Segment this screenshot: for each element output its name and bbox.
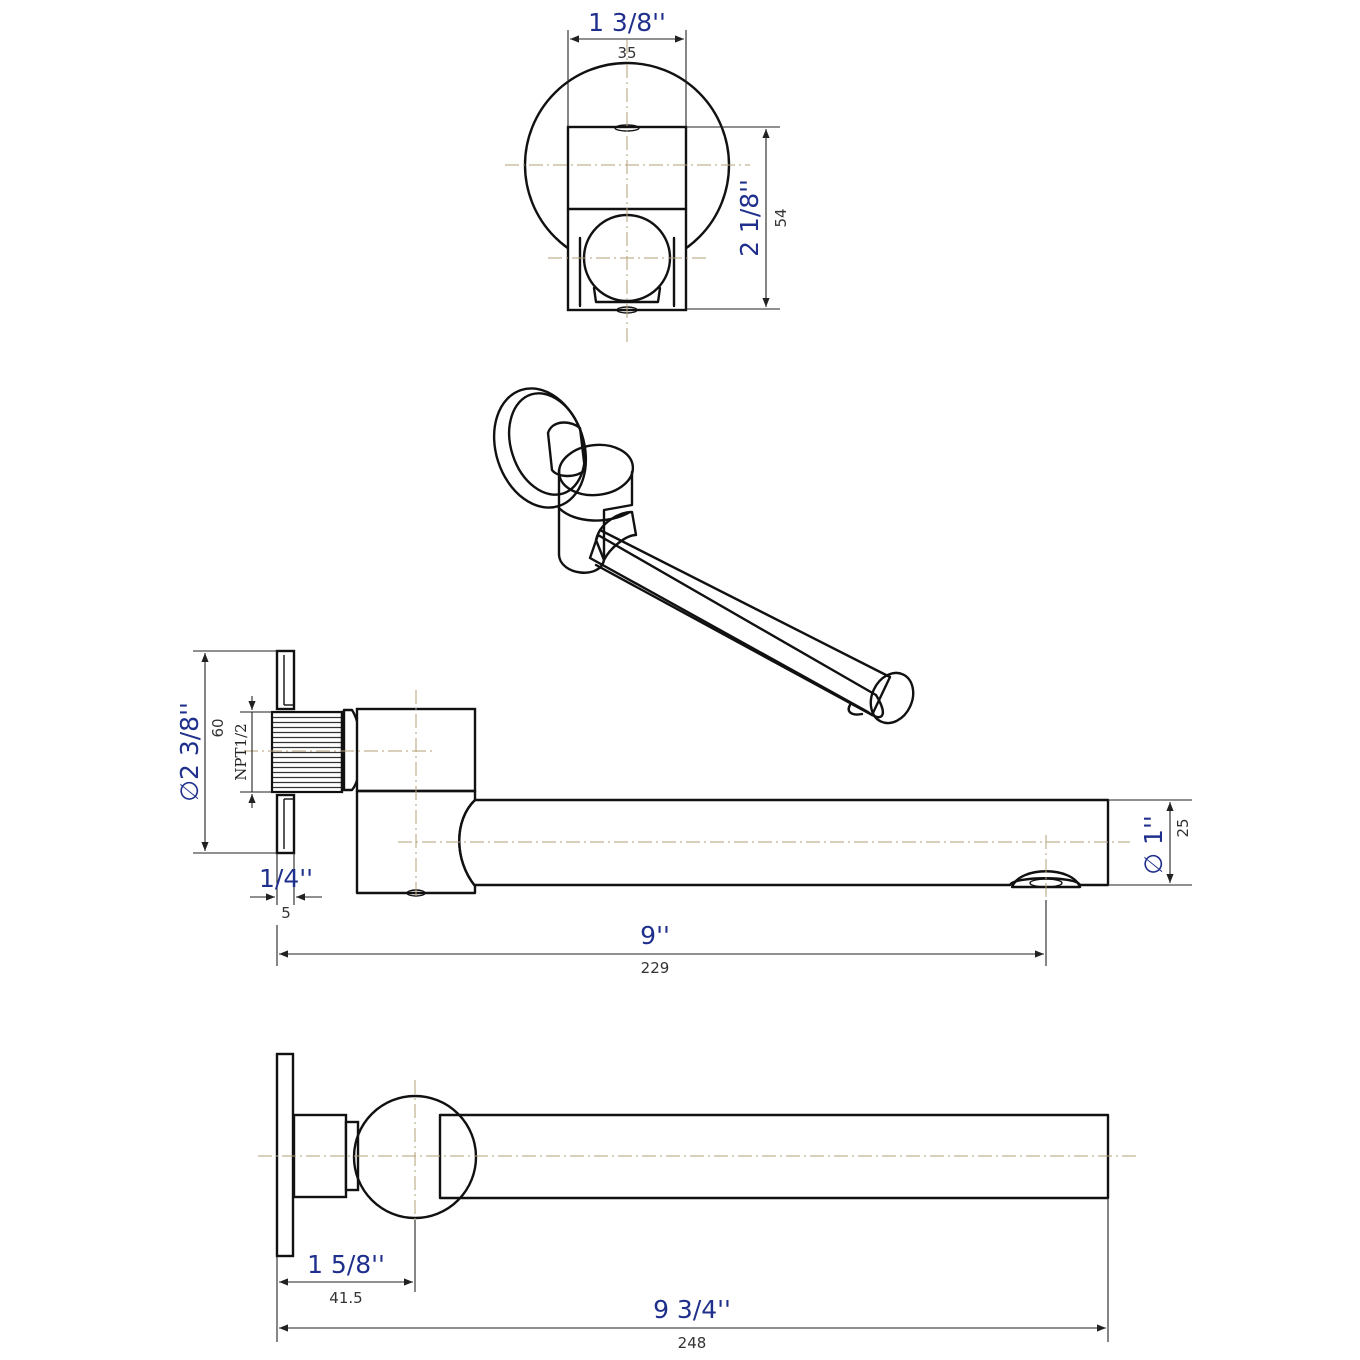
top-view: 1 5/8'' 41.5 9 3/4'' 248 <box>258 1052 1140 1352</box>
side-flange-bottom <box>275 793 296 855</box>
front-outlet <box>592 286 662 304</box>
iso-spout-arm <box>588 533 884 719</box>
side-thread-nipple <box>270 710 344 794</box>
side-view: ∅2 3/8'' 60 NPT1/2 1/4'' 5 ∅ 1'' 25 9'' … <box>175 649 1192 977</box>
dim-reach-mm: 229 <box>641 959 670 977</box>
front-spout-saddle <box>578 236 676 308</box>
dim-front-height-mm: 54 <box>772 208 790 227</box>
side-flange-top <box>275 649 296 711</box>
front-view: 1 3/8'' 35 2 1/8'' 54 <box>505 8 790 342</box>
side-spout <box>473 798 1110 887</box>
isometric-view <box>492 387 915 725</box>
dim-pivot-mm: 41.5 <box>329 1289 362 1307</box>
dim-reach-in: 9'' <box>640 921 670 950</box>
dim-overall-in: 9 3/4'' <box>653 1295 731 1324</box>
dim-overall-mm: 248 <box>678 1334 707 1352</box>
iso-arm-socket <box>594 510 638 562</box>
dim-spout-dia-mm: 25 <box>1174 818 1192 837</box>
dim-front-width-in: 1 3/8'' <box>588 8 666 37</box>
iso-connector <box>546 421 587 478</box>
iso-outlet <box>847 703 864 716</box>
dim-pivot-in: 1 5/8'' <box>307 1250 385 1279</box>
dim-front-width-mm: 35 <box>617 44 636 62</box>
dim-flange-dia-in: ∅2 3/8'' <box>175 702 204 802</box>
side-outlet <box>1010 870 1082 889</box>
dim-flange-thick-mm: 5 <box>281 904 291 922</box>
top-flange <box>275 1052 295 1258</box>
dim-spout-dia-in: ∅ 1'' <box>1139 815 1168 874</box>
dim-thread-label: NPT1/2 <box>232 723 250 780</box>
iso-swivel-top <box>557 443 635 497</box>
dim-flange-thick-in: 1/4'' <box>259 864 313 893</box>
dim-front-height-in: 2 1/8'' <box>735 179 764 257</box>
dim-flange-dia-mm: 60 <box>209 718 227 737</box>
iso-spout-tip <box>869 671 915 725</box>
iso-swivel-body <box>557 468 634 574</box>
